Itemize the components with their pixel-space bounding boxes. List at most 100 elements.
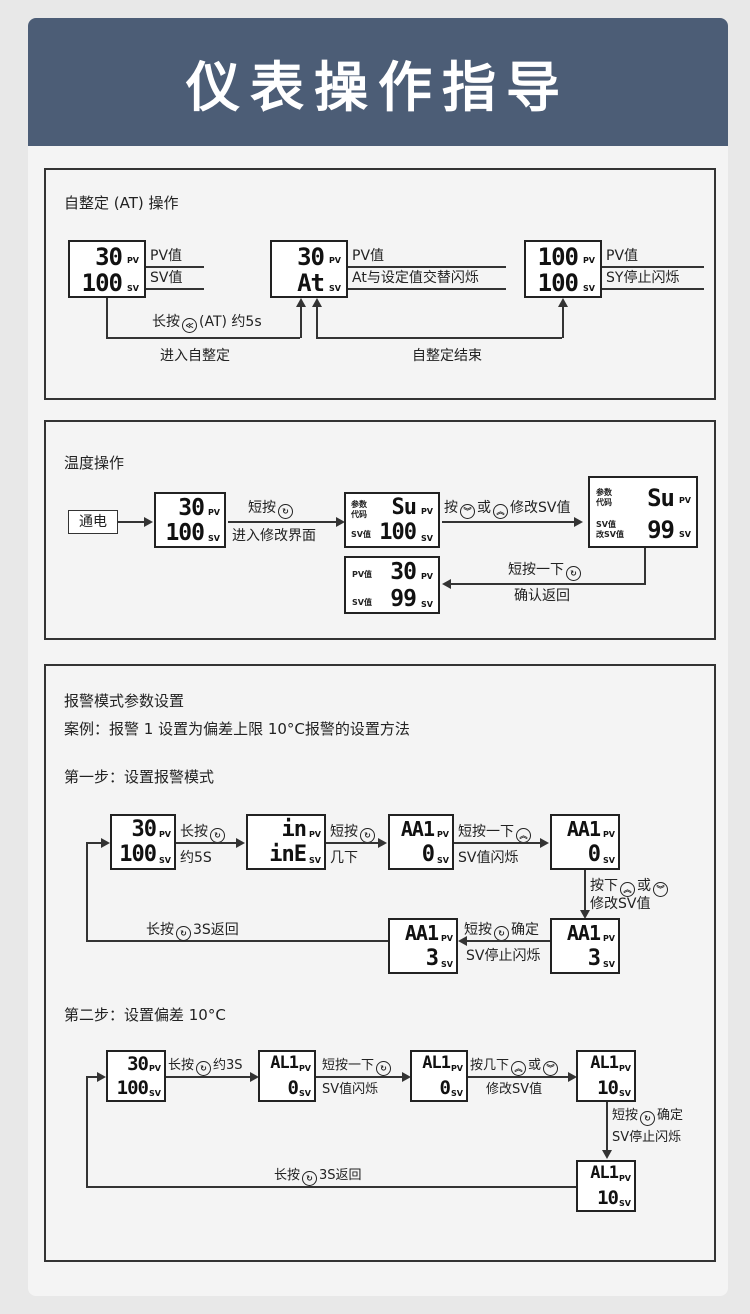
sv-unit: SV: [149, 1089, 161, 1098]
sv-flash-label: SV值闪烁: [458, 850, 519, 866]
section-title: 温度操作: [64, 454, 125, 472]
up-key-icon: ︽: [511, 1061, 527, 1076]
pv-readout: 100: [537, 243, 579, 271]
sv-readout: 100: [81, 269, 123, 297]
modify-sv-label: 修改SV值: [486, 1082, 543, 1097]
connector: [118, 521, 146, 523]
display-AA1-3-final: AA1 PV 3 SV: [550, 918, 620, 974]
section-title: 自整定 (AT) 操作: [64, 194, 179, 212]
pv-unit: PV: [618, 1174, 631, 1183]
sv-readout: 100: [537, 269, 579, 297]
sv-readout: 10: [597, 1077, 619, 1099]
modify-sv-label: 改SV值: [596, 530, 624, 539]
short-press-label: 短按↻: [248, 500, 295, 519]
or-text: 或: [637, 878, 651, 894]
arrow-right: [402, 1072, 411, 1082]
connector: [106, 298, 108, 338]
display-pv30-sv100: 30 PV 100 SV: [154, 492, 226, 548]
cycle-key-icon: ↻: [210, 828, 225, 843]
param-label: 参数: [351, 500, 367, 509]
section-title: 报警模式参数设置: [64, 692, 185, 710]
long-press-return-label: 长按↻3S返回: [274, 1168, 362, 1186]
arrow-up: [558, 298, 568, 307]
short-press-once-label: 短按一下↻: [508, 562, 583, 581]
pv-readout: 30: [178, 495, 205, 521]
sv-underline: [146, 288, 204, 290]
sv-unit: SV: [159, 856, 171, 865]
cycle-key-icon: ↻: [196, 1061, 212, 1076]
long-press-label: 长按↻: [180, 824, 227, 843]
short-press-text: 短按: [248, 500, 276, 516]
arrow-right: [144, 517, 153, 527]
about-3s-text: 约3S: [213, 1058, 243, 1073]
pv-unit: PV: [158, 830, 171, 839]
connector: [86, 1076, 98, 1078]
down-key-icon: ︾: [460, 504, 475, 519]
connector: [300, 306, 302, 338]
connector: [606, 1102, 608, 1152]
sv-readout: 0: [587, 842, 601, 867]
return-text: 3S返回: [193, 922, 239, 938]
pv-unit: PV: [582, 256, 595, 265]
confirm-return-label: 确认返回: [514, 588, 570, 604]
cycle-key-icon: ↻: [302, 1171, 318, 1186]
arrow-up: [312, 298, 322, 307]
modify-sv-text: 修改SV值: [510, 500, 571, 516]
arrow-right: [568, 1072, 577, 1082]
pv-unit: PV: [678, 496, 691, 505]
sv-value-label: SV值: [150, 270, 183, 286]
short-press-text: 短按: [330, 824, 358, 840]
connector: [644, 548, 646, 584]
display-AL1-10: AL1 PV 10 SV: [576, 1050, 636, 1102]
long-press-label: 长按≪(AT) 约5s: [152, 314, 262, 333]
modify-sv-label: 修改SV值: [590, 896, 651, 912]
connector: [584, 870, 586, 914]
confirm-text: 确定: [657, 1108, 684, 1123]
connector: [442, 521, 576, 523]
sv-stop-label: SV停止闪烁: [612, 1130, 682, 1145]
arrow-right: [236, 838, 245, 848]
pv-unit: PV: [328, 256, 341, 265]
pv-readout: 30: [390, 559, 417, 585]
display-AL1-0: AL1 PV 0 SV: [258, 1050, 316, 1102]
connector: [316, 306, 318, 338]
sv-unit: SV: [421, 534, 433, 543]
enter-edit-label: 进入修改界面: [232, 528, 316, 544]
sv-unit: SV: [603, 960, 615, 969]
cycle-key-icon: ↻: [360, 828, 375, 843]
connector: [468, 1076, 568, 1078]
display-AA1-0-flash: AA1 PV 0 SV: [550, 814, 620, 870]
power-on-label: 通电: [79, 514, 107, 530]
page-title: 仪表操作指导: [186, 55, 570, 119]
connector: [316, 337, 562, 339]
confirm-text: 确定: [511, 922, 539, 938]
connector: [228, 521, 338, 523]
press-down-label: 按下︽或︾: [590, 878, 670, 897]
pv-readout: AA1: [566, 921, 601, 945]
sv-unit: SV: [437, 856, 449, 865]
connector: [86, 842, 102, 844]
short-press-label: 短按↻: [330, 824, 377, 843]
pv-unit: PV: [126, 256, 139, 265]
connector: [316, 1076, 402, 1078]
display-pv30-sv100: 30 PV 100 SV: [68, 240, 146, 298]
sv-readout: 3: [587, 946, 601, 971]
or-text: 或: [528, 1058, 542, 1073]
sv-readout: 100: [165, 520, 205, 546]
sv-readout: 3: [425, 946, 439, 971]
sv-unit: SV: [583, 284, 595, 293]
arrow-right: [540, 838, 549, 848]
display-param-su: 参数 代码 Su PV SV值 100 SV: [344, 492, 440, 548]
pv-unit: PV: [450, 1064, 463, 1073]
connector: [86, 940, 388, 942]
display-AA1-3: AA1 PV 3 SV: [388, 918, 458, 974]
press-few-text: 按几下: [470, 1058, 510, 1073]
sv-readout: 10: [597, 1187, 619, 1209]
sv-readout: 99: [647, 516, 675, 544]
sv-unit: SV: [208, 534, 220, 543]
arrow-right: [101, 838, 110, 848]
pv-unit: PV: [602, 830, 615, 839]
short-press-text: 短按: [464, 922, 492, 938]
long-press-text: 长按: [274, 1168, 301, 1183]
long-press-text: 长按: [168, 1058, 195, 1073]
